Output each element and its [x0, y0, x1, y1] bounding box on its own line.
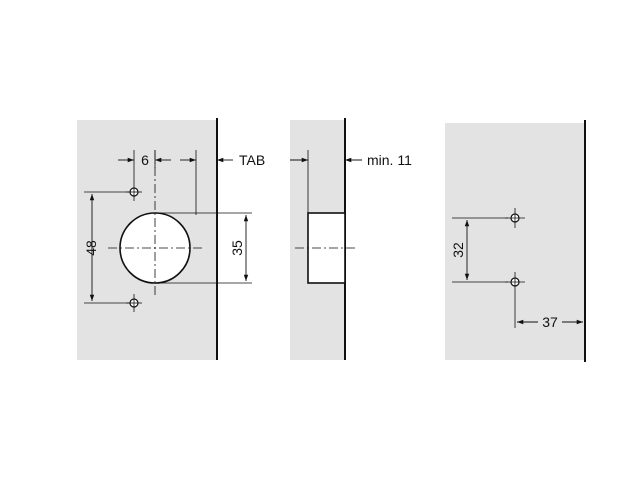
front-view: 6 TAB 48 35	[77, 118, 265, 360]
dim-label-hole-spacing: 32	[450, 242, 466, 258]
dim-label-offset: 6	[141, 152, 149, 168]
dim-label-edge: TAB	[239, 152, 265, 168]
dim-label-min-thickness: min. 11	[367, 152, 412, 168]
dim-label-cup-diameter: 35	[229, 240, 245, 256]
cup-bore-section	[307, 212, 346, 284]
side-view: min. 11	[290, 118, 412, 360]
dim-label-screw-spacing: 48	[83, 240, 99, 256]
dim-label-37-background	[538, 313, 562, 331]
plate-view: 32 37	[445, 120, 586, 362]
dim-label-edge-distance: 37	[542, 314, 558, 330]
